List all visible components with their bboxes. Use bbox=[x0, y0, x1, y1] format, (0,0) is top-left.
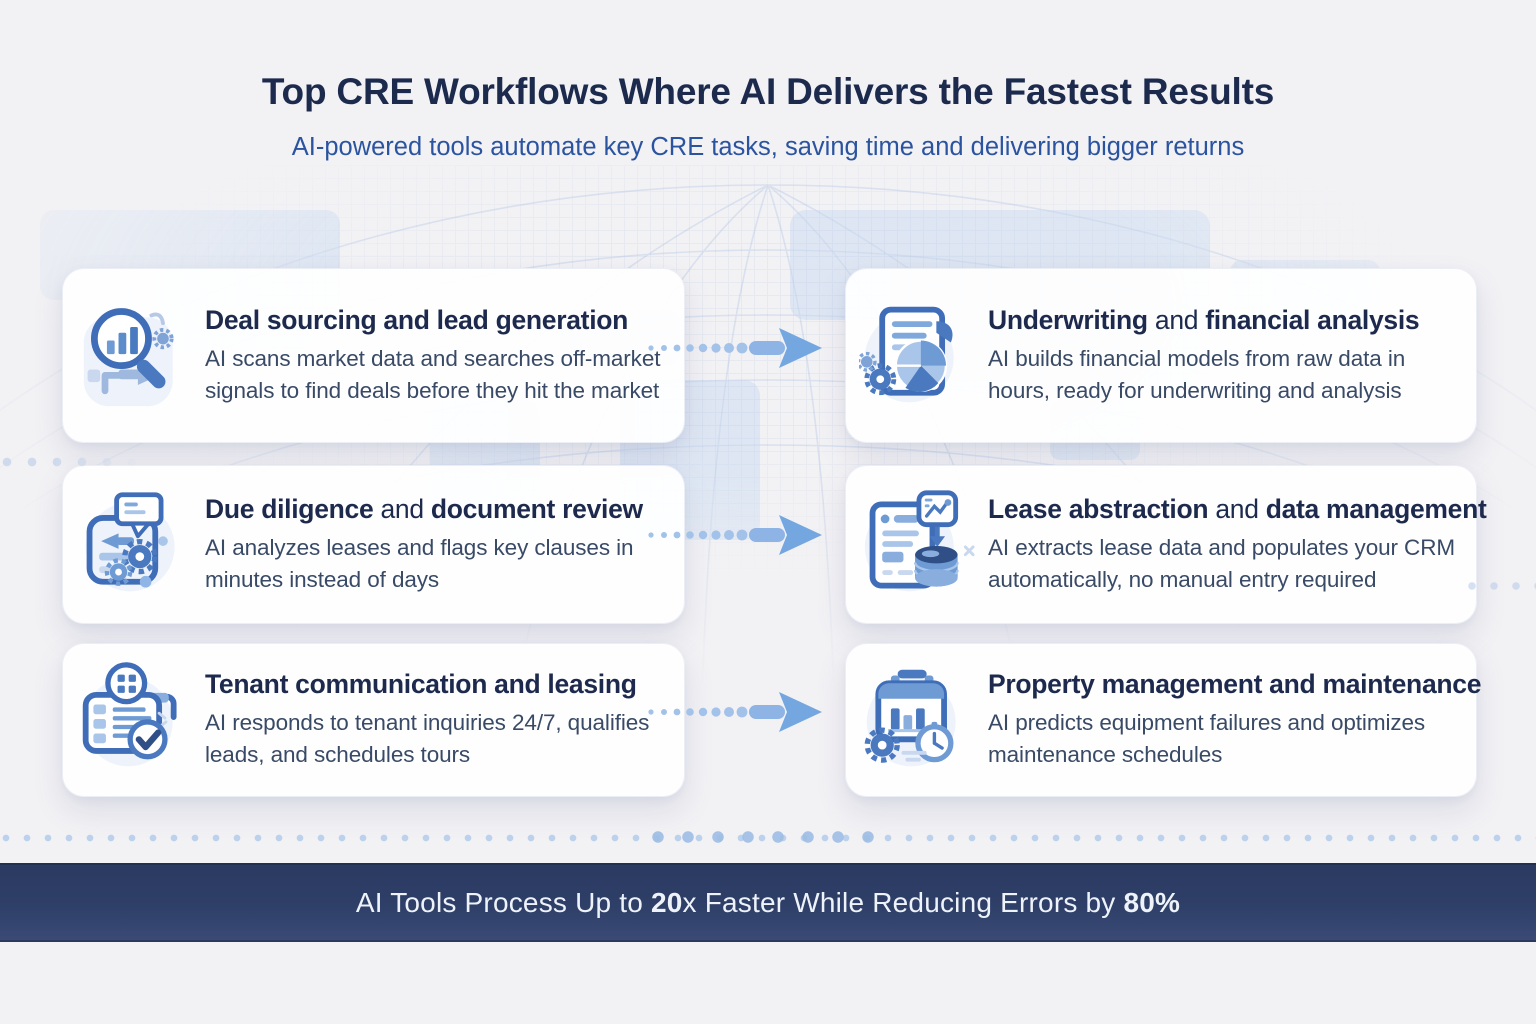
form-checkmark-icon bbox=[63, 662, 205, 778]
card-title: Deal sourcing and lead generation bbox=[205, 304, 629, 335]
page-subtitle: AI-powered tools automate key CRE tasks,… bbox=[291, 133, 1245, 161]
document-pie-chart-icon bbox=[846, 298, 988, 414]
card-description: AI builds financial models from raw data… bbox=[988, 345, 1406, 403]
card-description: AI responds to tenant inquiries 24/7, qu… bbox=[205, 710, 650, 767]
card-title: Due diligence and document review bbox=[205, 493, 643, 524]
card-title: Lease abstraction and data management bbox=[988, 493, 1487, 524]
document-database-icon bbox=[846, 487, 988, 603]
magnifier-bar-chart-icon bbox=[63, 298, 205, 414]
page-title: Top CRE Workflows Where AI Delivers the … bbox=[261, 71, 1275, 112]
stat-banner: AI Tools Process Up to 20x Faster While … bbox=[0, 863, 1536, 942]
calendar-clock-gear-icon bbox=[846, 662, 988, 778]
decorative-dots bbox=[1466, 580, 1536, 592]
card-description: AI scans market data and searches off-ma… bbox=[205, 345, 661, 403]
card-due-diligence: Due diligence and document review AI ana… bbox=[62, 465, 685, 624]
card-title: Tenant communication and leasing bbox=[205, 669, 637, 700]
card-tenant-communication: Tenant communication and leasing AI resp… bbox=[62, 643, 685, 797]
card-underwriting: Underwriting and financial analysis AI b… bbox=[845, 268, 1477, 443]
card-title: Property management and maintenance bbox=[988, 669, 1482, 700]
right-arrow-icon bbox=[648, 328, 822, 368]
stat-banner-text: AI Tools Process Up to 20x Faster While … bbox=[355, 886, 1181, 918]
card-lease-abstraction: Lease abstraction and data management AI… bbox=[845, 465, 1487, 624]
right-arrow-icon bbox=[648, 692, 822, 732]
card-title: Underwriting and financial analysis bbox=[988, 304, 1420, 335]
speech-bubble-gears-icon bbox=[63, 487, 205, 603]
decorative-dots bbox=[0, 455, 140, 469]
card-deal-sourcing: Deal sourcing and lead generation AI sca… bbox=[62, 268, 685, 443]
right-arrow-icon bbox=[648, 515, 822, 555]
dotted-separator-center bbox=[650, 829, 880, 845]
card-description: AI predicts equipment failures and optim… bbox=[988, 710, 1426, 767]
card-property-management: Property management and maintenance AI p… bbox=[845, 643, 1481, 797]
card-description: AI extracts lease data and populates you… bbox=[988, 534, 1456, 592]
card-description: AI analyzes leases and flags key clauses… bbox=[205, 534, 634, 592]
